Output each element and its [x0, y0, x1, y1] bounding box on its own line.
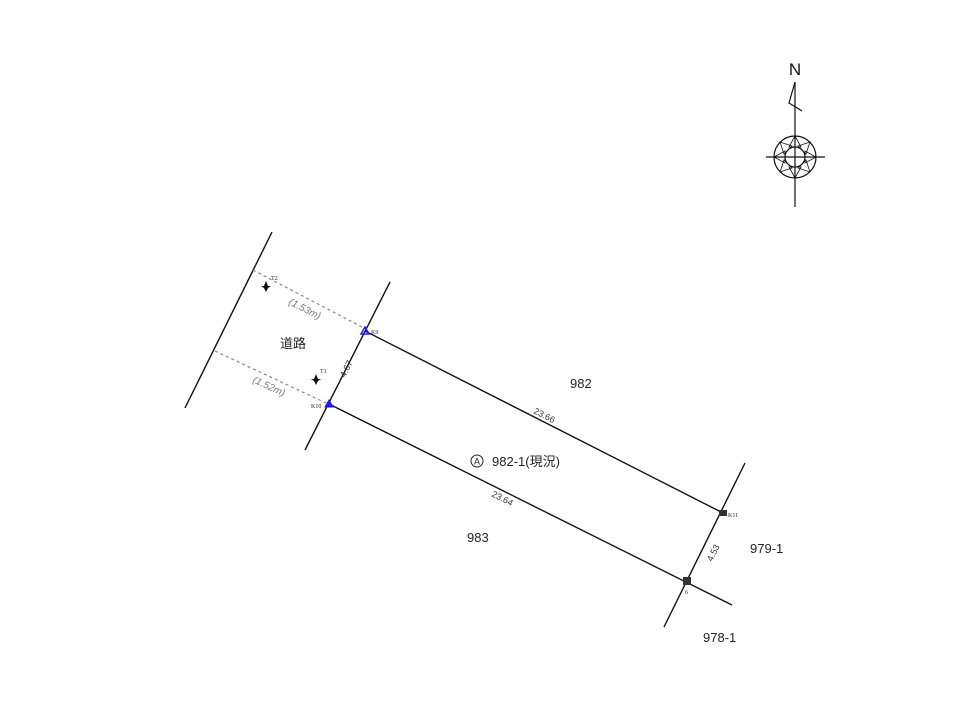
subject-parcel-label: 982-1(現況)	[492, 454, 560, 469]
north-arrow-icon	[766, 81, 825, 207]
road-label: 道路	[280, 336, 306, 351]
point6-marker-icon	[683, 577, 691, 585]
parcel-979-1-label: 979-1	[750, 541, 783, 556]
parcel-983-label: 983	[467, 530, 489, 545]
k10-marker-icon	[324, 398, 334, 408]
subject-mark-label: A	[474, 457, 480, 467]
t2-label: T2	[271, 276, 278, 282]
front-distance-label: 4.67	[338, 359, 355, 379]
subject-mark-circle	[470, 454, 484, 468]
rear-boundary-line	[663, 462, 746, 628]
offset-top-label: (1.53m)	[287, 297, 323, 322]
offset-bottom-label: (1.52m)	[251, 375, 287, 400]
road-edge-line	[184, 231, 273, 409]
k11-label: K11	[728, 513, 738, 519]
k11-marker-icon	[719, 510, 727, 516]
south-boundary-line	[328, 403, 733, 606]
t1-star-icon	[311, 374, 321, 385]
k9-label: K9	[371, 330, 378, 336]
t2-star-icon	[261, 281, 271, 292]
south-distance-label: 23.64	[490, 489, 515, 508]
rear-distance-label: 4.53	[705, 543, 722, 563]
k10-label: K10	[311, 404, 321, 410]
t1-label: T1	[320, 369, 327, 375]
front-boundary-line	[304, 281, 391, 451]
parcel-982-label: 982	[570, 376, 592, 391]
k9-marker-icon	[359, 325, 371, 335]
parcel-978-1-label: 978-1	[703, 630, 736, 645]
north-label: N	[789, 60, 801, 79]
boundary-lines	[184, 231, 746, 628]
north-boundary-line	[364, 330, 724, 514]
offset-dashed-lines	[214, 269, 363, 404]
point6-label: 6	[685, 590, 688, 596]
